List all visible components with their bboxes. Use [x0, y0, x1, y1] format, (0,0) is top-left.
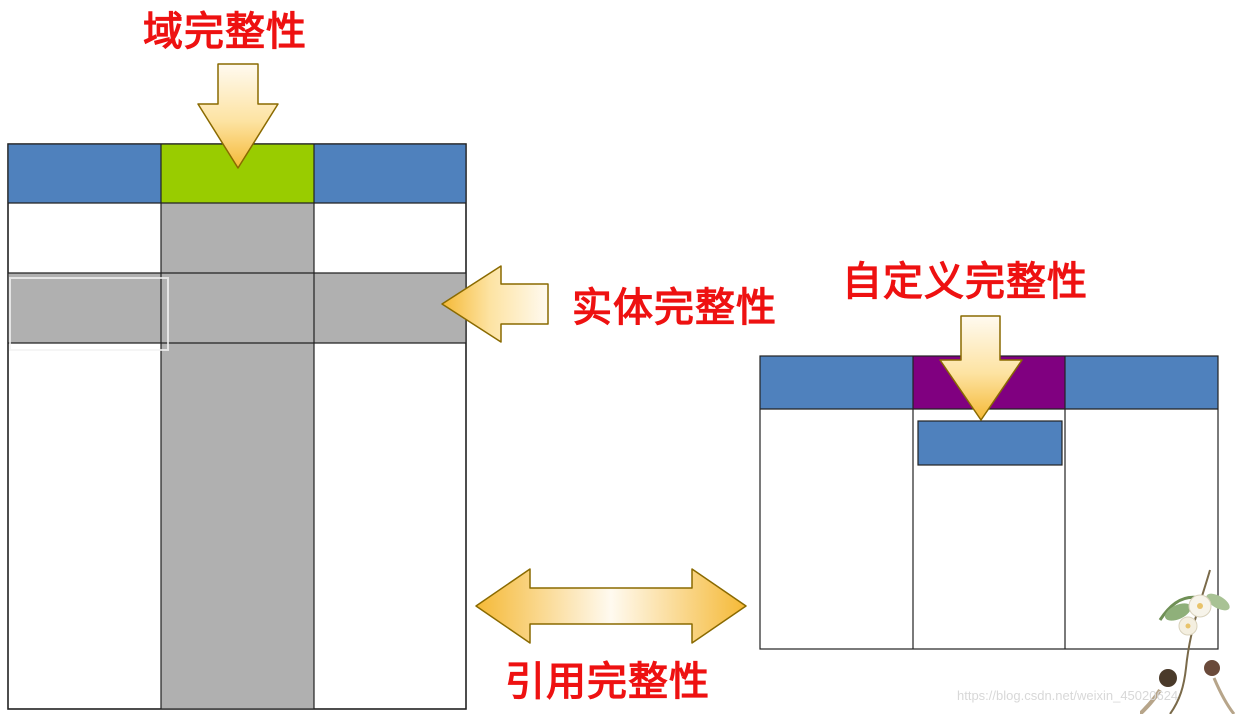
entity-row-highlight [8, 273, 466, 343]
custom-rule-cell [917, 420, 1063, 466]
referential-double-arrow-icon [475, 568, 747, 644]
left-header-cell-3 [314, 144, 466, 203]
referential-integrity-label: 引用完整性 [505, 659, 710, 705]
custom-integrity-label: 自定义完整性 [842, 259, 1088, 305]
right-header-cell-1 [760, 356, 913, 409]
right-table [759, 355, 1219, 650]
custom-down-arrow-icon [939, 315, 1023, 421]
left-header-cell-1 [8, 144, 161, 203]
left-table [7, 143, 467, 710]
watermark: https://blog.csdn.net/weixin_45020624 [957, 688, 1179, 703]
entity-integrity-label: 实体完整性 [572, 285, 777, 331]
flower-decoration-icon [1140, 569, 1236, 714]
domain-down-arrow-icon [197, 63, 279, 169]
domain-integrity-label: 域完整性 [143, 9, 307, 55]
entity-row-inner-frame [9, 277, 169, 351]
entity-left-arrow-icon [441, 265, 549, 343]
right-header-cell-3 [1065, 356, 1218, 409]
